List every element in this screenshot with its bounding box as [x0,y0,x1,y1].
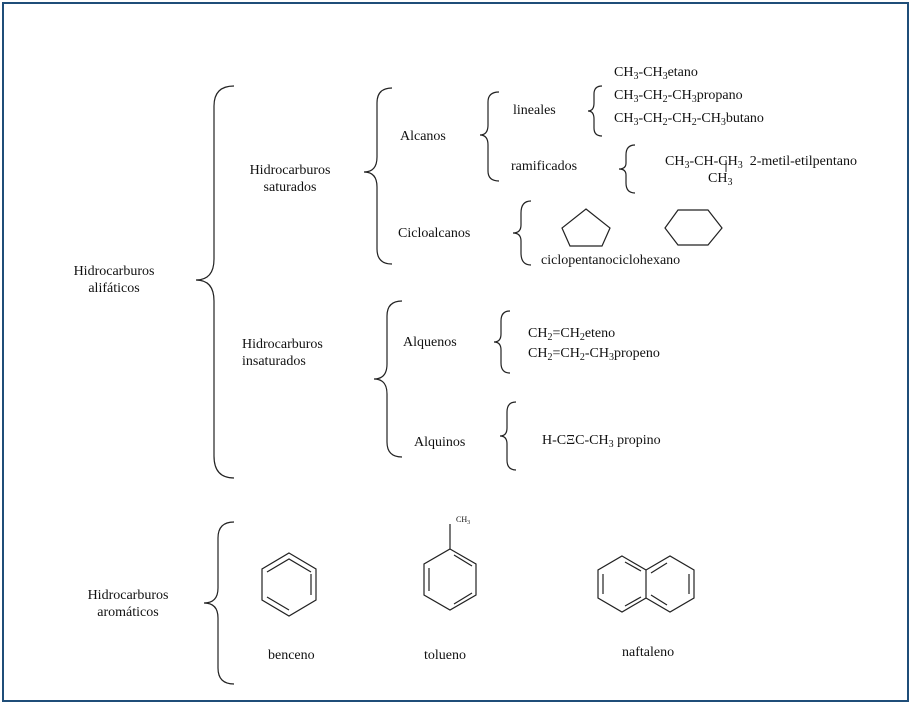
subscript: 3 [720,117,726,128]
atom-ch: CH [718,154,738,169]
label-insaturados: Hidrocarburos insaturados [242,336,323,370]
toluene-methyl-ch: CH [456,515,468,524]
atom-ch: CH [614,88,634,103]
atom-ch: CH [643,88,663,103]
atom-ch: CH [701,111,721,126]
name-propino: propino [617,433,661,448]
label-alifaticos-line2: alifáticos [88,281,140,296]
name-propano: propano [696,88,743,103]
brace-ramificados [618,144,636,194]
brace-cicloalcanos [512,200,532,266]
atom-ch: CH [672,111,692,126]
name-etano: etano [667,65,698,80]
brace-lineales [587,85,603,137]
name-ramificado: 2-metil-etilpentano [749,154,857,169]
brace-alquinos [499,401,517,471]
label-alifaticos-line1: Hidrocarburos [73,264,155,279]
subscript: 2 [662,94,668,105]
brace-alcanos [479,91,500,182]
atom-ch: CH [643,65,663,80]
label-tolueno: tolueno [424,648,466,663]
label-naftaleno: naftaleno [622,645,675,660]
brace-alifaticos [195,85,235,479]
atom-ch: CH [672,88,692,103]
subscript: 3 [608,439,614,450]
subscript: 3 [467,520,471,526]
formula-etano: CH3-CH3etano [614,65,698,82]
formula-eteno: CH2=CH2eteno [528,326,616,343]
brace-saturados [363,87,393,265]
label-alquenos: Alquenos [403,335,457,350]
name-eteno: eteno [584,326,616,341]
subscript: 2 [662,117,668,128]
subscript: 3 [633,117,639,128]
brace-aromaticos [203,521,235,685]
atom-ch: CH [708,171,728,186]
name-propeno: propeno [613,346,660,361]
subscript: 3 [633,71,639,82]
brace-alquenos [493,310,511,374]
subscript: 3 [684,160,690,171]
atom-ch: CH [614,65,634,80]
subscript: 2 [547,332,553,343]
label-alifaticos: Hidrocarburos alifáticos [64,263,164,297]
brace-insaturados [373,300,403,458]
subscript: 3 [727,177,733,188]
formula-ramificado-branch: CH3 [708,170,733,188]
atom-ch: CH [528,326,548,341]
formula-butano: CH3-CH2-CH2-CH3butano [614,111,764,128]
label-alquinos: Alquinos [414,435,466,450]
atom-ch: CH [665,154,685,169]
formula-ramificado: CH3-CH-CH3 2-metil-etilpentano [665,154,857,171]
label-insaturados-line2: insaturados [242,354,306,369]
subscript: 3 [737,160,743,171]
atom-ch: CH [643,111,663,126]
atom-ch: CH [614,111,634,126]
name-butano: butano [725,111,764,126]
subscript: 3 [633,94,639,105]
formula-propeno: CH2=CH2-CH3propeno [528,346,660,363]
label-alcanos: Alcanos [400,129,446,144]
subscript: 2 [579,332,585,343]
toluene-methyl-label: CH3 [456,515,471,526]
subscript: 3 [608,352,614,363]
formula-propino: H-CΞC-CH3 propino [542,432,661,450]
naphthalene-icon [597,555,695,613]
label-cicloalcanos: Cicloalcanos [398,226,471,241]
subscript: 2 [691,117,697,128]
label-saturados-line2: saturados [263,180,317,195]
label-lineales: lineales [513,103,556,118]
label-benceno: benceno [268,648,315,663]
subscript: 3 [662,71,668,82]
subscript: 2 [579,352,585,363]
formula-propano: CH3-CH2-CH3propano [614,88,743,105]
label-ramificados: ramificados [511,159,578,174]
label-aromaticos: Hidrocarburos aromáticos [78,587,178,621]
diagram-graphics [195,85,727,685]
label-insaturados-line1: Hidrocarburos [242,337,323,352]
label-aromaticos-line1: Hidrocarburos [87,588,169,603]
atom-ch: CH [560,326,580,341]
atom-ch: CH [560,346,580,361]
subscript: 2 [547,352,553,363]
atom-ch: CH [694,154,714,169]
label-saturados: Hidrocarburos saturados [236,162,344,196]
atom-ch: CH [589,346,609,361]
benzene-icon [261,552,317,617]
label-ciclo-names: ciclopentanociclohexano [541,253,681,268]
label-aromaticos-line2: aromáticos [97,605,159,620]
atom-ch: CH [528,346,548,361]
toluene-icon [423,524,477,611]
formula-propino-text: H-CΞC-CH [542,433,609,448]
cyclohexane-icon [664,209,723,246]
subscript: 3 [691,94,697,105]
label-saturados-line1: Hidrocarburos [249,163,331,178]
cyclopentane-icon [561,208,611,247]
